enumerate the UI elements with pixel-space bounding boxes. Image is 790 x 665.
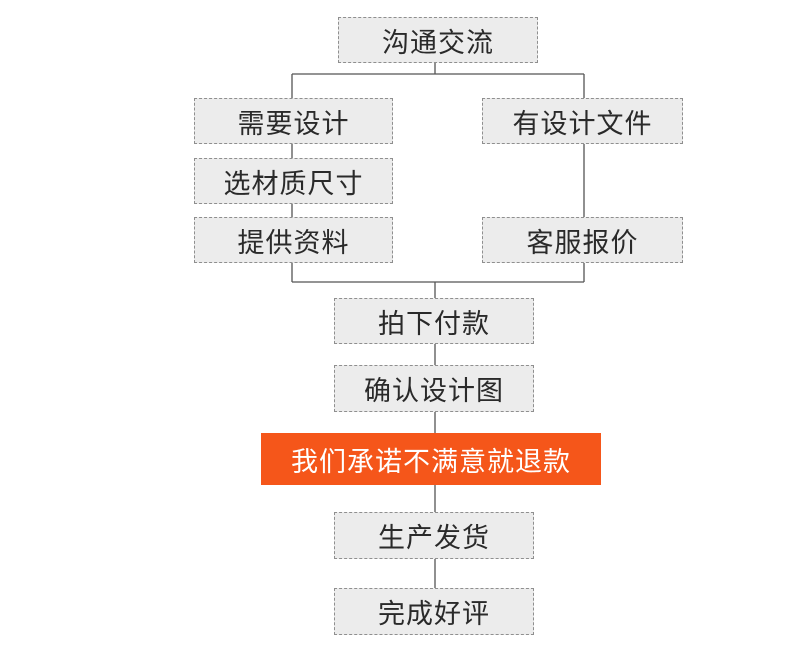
node-order-pay: 拍下付款 bbox=[334, 298, 534, 344]
node-confirm-design: 确认设计图 bbox=[334, 365, 534, 412]
node-has-design-file: 有设计文件 bbox=[482, 98, 683, 144]
node-complete-review: 完成好评 bbox=[334, 588, 534, 635]
node-need-design: 需要设计 bbox=[194, 98, 393, 144]
node-produce-ship: 生产发货 bbox=[334, 512, 534, 559]
node-provide-info: 提供资料 bbox=[194, 217, 393, 263]
node-promise-refund: 我们承诺不满意就退款 bbox=[261, 433, 601, 485]
node-select-material: 选材质尺寸 bbox=[194, 158, 393, 204]
node-service-quote: 客服报价 bbox=[482, 217, 683, 263]
node-communicate: 沟通交流 bbox=[338, 17, 538, 63]
